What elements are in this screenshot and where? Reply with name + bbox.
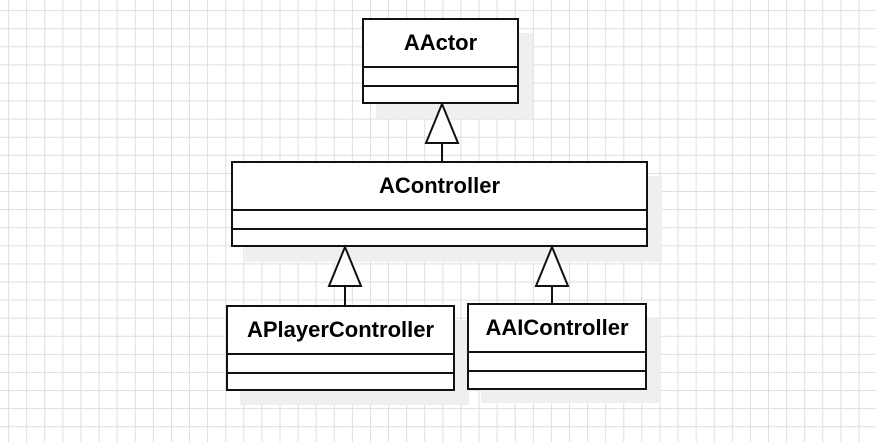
class-attributes-aaicontroller [469, 353, 645, 372]
class-attributes-aactor [364, 68, 517, 87]
class-name-aaicontroller: AAIController [469, 305, 645, 353]
class-name-aactor: AActor [364, 20, 517, 68]
class-name-aplayercontroller: APlayerController [228, 307, 453, 355]
class-box-aaicontroller[interactable]: AAIController [467, 303, 647, 390]
class-box-aactor[interactable]: AActor [362, 18, 519, 104]
class-attributes-acontroller [233, 211, 646, 230]
class-box-aplayercontroller[interactable]: APlayerController [226, 305, 455, 391]
class-box-acontroller[interactable]: AController [231, 161, 648, 247]
inheritance-arrow-aaicontroller-to-acontroller[interactable] [534, 244, 570, 303]
class-attributes-aplayercontroller [228, 355, 453, 374]
class-name-acontroller: AController [233, 163, 646, 211]
inheritance-arrow-aplayercontroller-to-acontroller[interactable] [327, 244, 363, 305]
inheritance-arrow-acontroller-to-aactor[interactable] [424, 101, 460, 161]
